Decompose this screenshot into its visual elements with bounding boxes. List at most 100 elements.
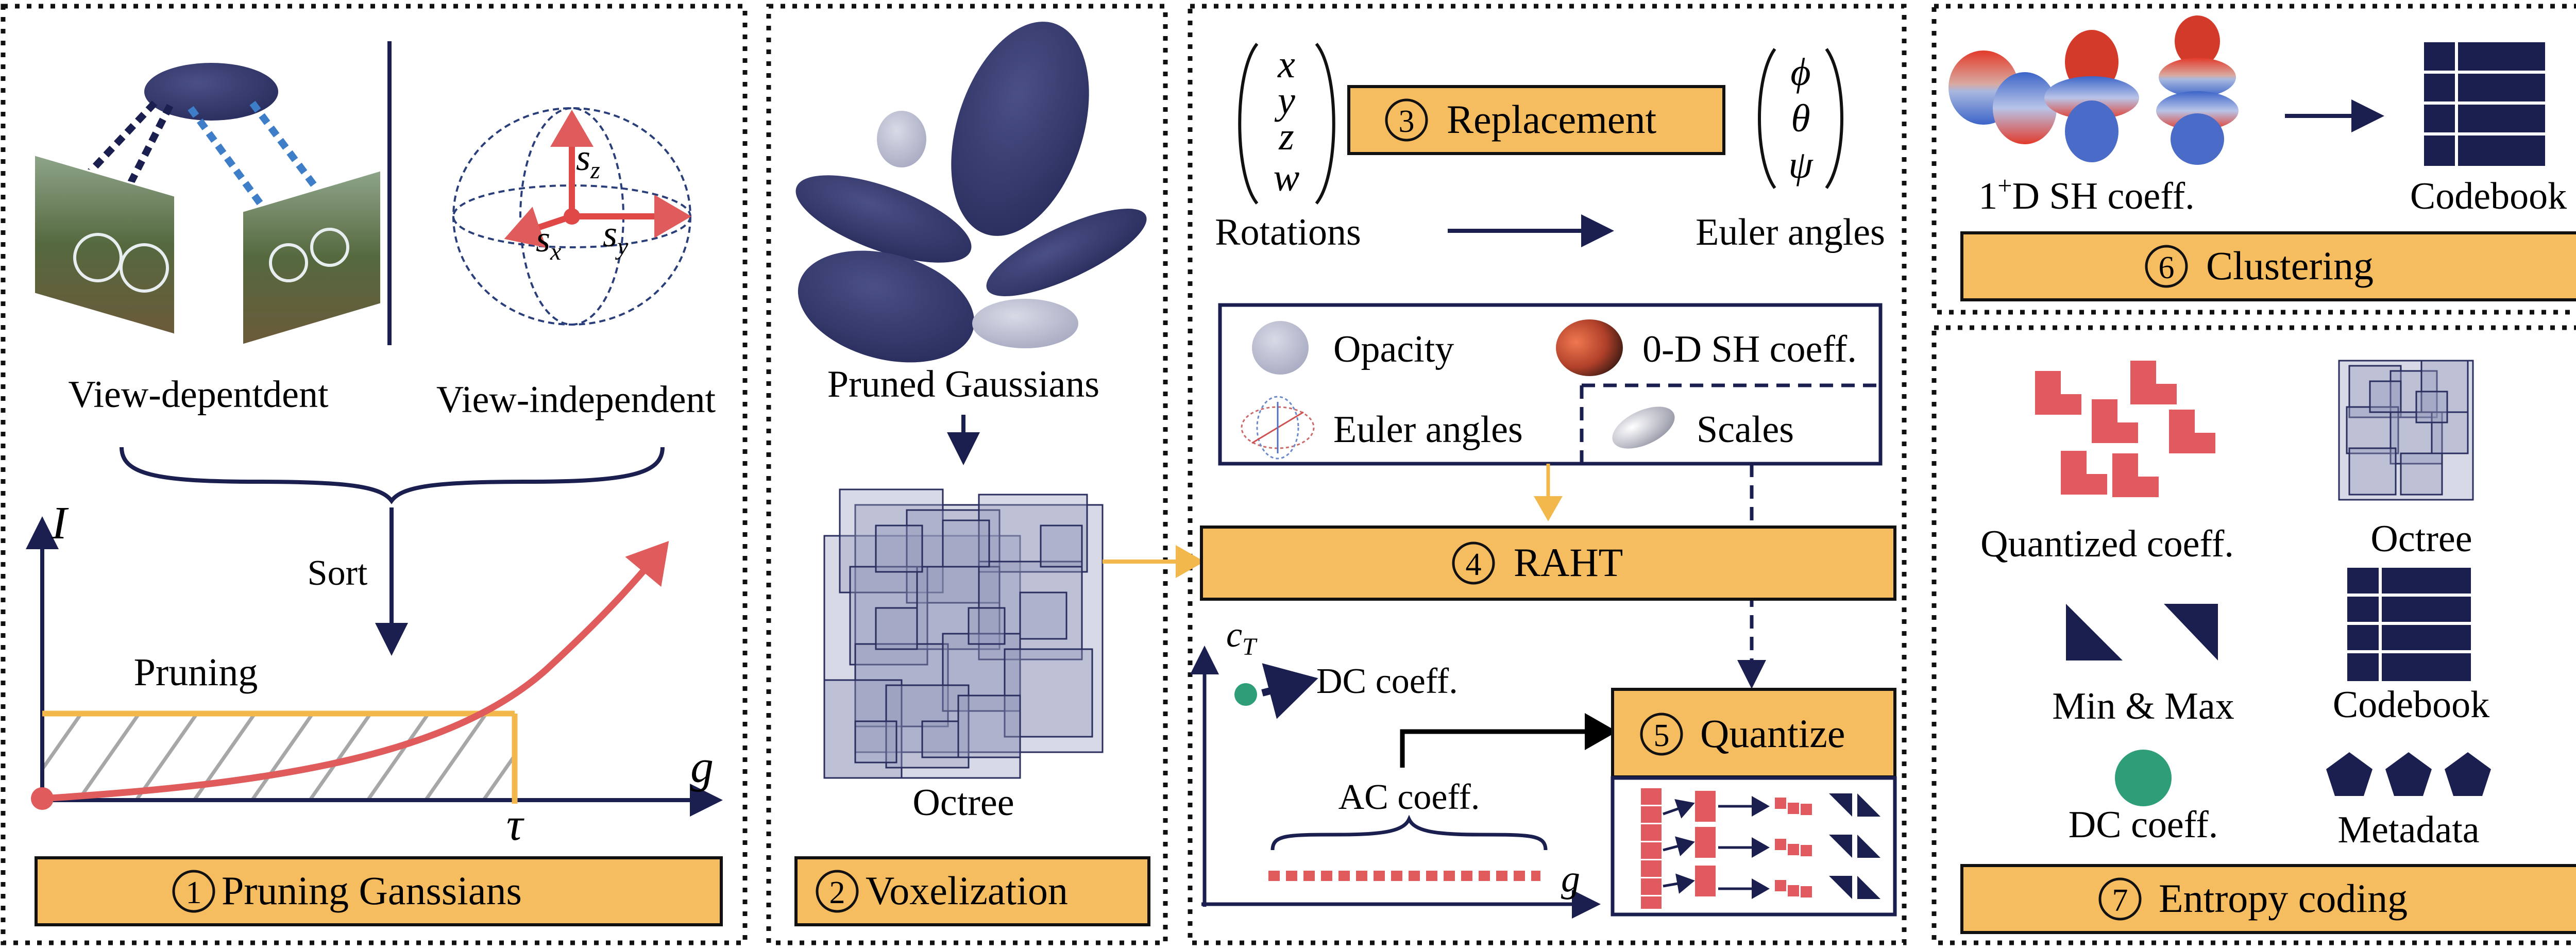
view-independent-sphere: sz sy sx (452, 107, 691, 326)
codebook-icon (2424, 42, 2545, 166)
step-7-label: Entropy coding (2159, 876, 2408, 921)
opacity-label: Opacity (1333, 328, 1454, 370)
octree-entropy-label: Octree (2370, 518, 2472, 560)
pruning-label: Pruning (134, 651, 258, 694)
rotations-label: Rotations (1215, 211, 1361, 253)
dc-coeff-label: DC coeff. (1316, 662, 1458, 701)
step-7-title: 7 Entropy coding (1960, 864, 2576, 934)
view-independent-label: View-independent (436, 379, 716, 421)
panel-clustering: 1+D SH coeff. Codebook 6 Clustering (1948, 15, 2576, 301)
euler-theta: θ (1791, 97, 1810, 140)
euler-angles-icon (1241, 396, 1315, 460)
importance-curve (42, 541, 669, 802)
min-max-label: Min & Max (2052, 685, 2234, 727)
scale-x-label: sx (536, 218, 561, 265)
step-6-title: 6 Clustering (1960, 231, 2576, 301)
panel-pruning-frame (1, 4, 748, 945)
axis-c-label: cT (1226, 615, 1258, 660)
codebook-entropy-label: Codebook (2333, 684, 2489, 726)
pruned-gaussians-label: Pruned Gaussians (827, 363, 1099, 405)
panel-voxelization: Pruned Gaussians Octree (794, 22, 1150, 926)
quantized-coeff-label: Quantized coeff. (1980, 523, 2234, 565)
metadata-label: Metadata (2337, 809, 2479, 851)
quantize-illustration (1611, 776, 1897, 917)
euler-angles-label: Euler angles (1696, 211, 1885, 253)
step-1-title: 1 Pruning Ganssians (35, 856, 723, 926)
step-5-label: Quantize (1700, 711, 1845, 756)
ac-coeff-label: AC coeff. (1338, 777, 1480, 817)
step-3-title: 3 Replacement (1347, 85, 1725, 155)
metadata-icon (2326, 752, 2491, 796)
sh0-label: 0-D SH coeff. (1642, 328, 1857, 370)
euler-angles-legend-label: Euler angles (1333, 409, 1523, 451)
panel-pruning: sz sy sx View-depentdent View-independen… (26, 41, 723, 926)
panel-raht-frame (1188, 4, 1907, 945)
camera-view-photo-left (33, 153, 176, 336)
step-5-title: 5 Quantize (1611, 688, 1896, 778)
sort-label: Sort (308, 553, 368, 593)
gaussian-blob (144, 63, 278, 121)
codebook-entropy-icon (2347, 568, 2471, 681)
step-2-number: 2 (829, 875, 845, 910)
scales-icon (1612, 406, 1675, 449)
dc-coeff-entropy-label: DC coeff. (2069, 804, 2218, 846)
attribute-box: Opacity 0-D SH coeff. Euler angles Scale… (1218, 303, 1883, 466)
camera-view-photo-right (241, 168, 382, 347)
axis-y-label: I (51, 498, 69, 549)
step-6-label: Clustering (2206, 243, 2374, 288)
quaternion-w: w (1274, 156, 1300, 199)
view-ray (249, 100, 317, 188)
octree-small-icon (2338, 360, 2474, 501)
sh-coeff-label: 1+D SH coeff. (1978, 171, 2194, 217)
octree-label: Octree (912, 782, 1014, 824)
panel-entropy: Quantized coeff. Octree Min & Max Codebo… (1960, 360, 2576, 934)
euler-psi: ψ (1788, 143, 1814, 187)
step-4-label: RAHT (1514, 540, 1623, 585)
step-4-number: 4 (1466, 547, 1482, 582)
step-3-label: Replacement (1447, 97, 1656, 142)
opacity-icon (1252, 321, 1309, 375)
quantized-coeff-icon (2035, 361, 2215, 497)
axis-x-label: g (690, 741, 714, 792)
step-1-label: Pruning Ganssians (222, 868, 522, 913)
dc-coeff-dot (1234, 683, 1257, 706)
step-6-number: 6 (2159, 250, 2175, 285)
axis-g-label: g (1561, 858, 1580, 900)
quaternion-y: y (1274, 79, 1295, 122)
curve-origin-dot (31, 787, 54, 810)
step-3-number: 3 (1399, 104, 1415, 139)
quaternion-z: z (1278, 115, 1294, 158)
euler-vector: ϕ θ ψ (1758, 48, 1843, 189)
panel-entropy-frame (1931, 325, 2576, 945)
step-2-title: 2 Voxelization (794, 856, 1150, 926)
pruned-gaussians-illustration (795, 22, 1147, 363)
brace (120, 447, 665, 504)
scales-label: Scales (1697, 409, 1794, 451)
octree-illustration (823, 488, 1104, 779)
step-4-title: 4 RAHT (1200, 526, 1896, 601)
view-ray (99, 104, 174, 239)
view-dependent-illustration (33, 63, 382, 347)
sh0-icon (1556, 319, 1623, 376)
sh-coeff-illustration (1948, 15, 2239, 165)
step-2-label: Voxelization (866, 868, 1068, 913)
scale-y-label: sy (603, 213, 629, 260)
step-1-number: 1 (186, 875, 202, 910)
coefficient-plot: cT g DC coeff. AC coeff. (1190, 615, 1617, 919)
quaternion-x: x (1277, 43, 1295, 86)
step-7-number: 7 (2112, 883, 2128, 918)
quaternion-vector: x y z w (1238, 43, 1335, 205)
tau-label: τ (506, 799, 524, 850)
pruned-region (42, 714, 515, 799)
euler-phi: ϕ (1790, 50, 1810, 94)
step-5-number: 5 (1654, 718, 1670, 753)
pruning-plot: I g τ Pruning (26, 498, 723, 850)
codebook-label: Codebook (2410, 175, 2567, 217)
scale-z-label: sz (576, 137, 600, 184)
view-dependent-label: View-depentdent (68, 374, 329, 416)
panel-raht: x y z w ϕ θ ψ 3 Replacement Rotations Eu… (1190, 43, 1897, 919)
view-ray (188, 106, 292, 245)
panel-voxelization-frame (766, 4, 1168, 945)
dc-coeff-icon (2115, 750, 2172, 806)
